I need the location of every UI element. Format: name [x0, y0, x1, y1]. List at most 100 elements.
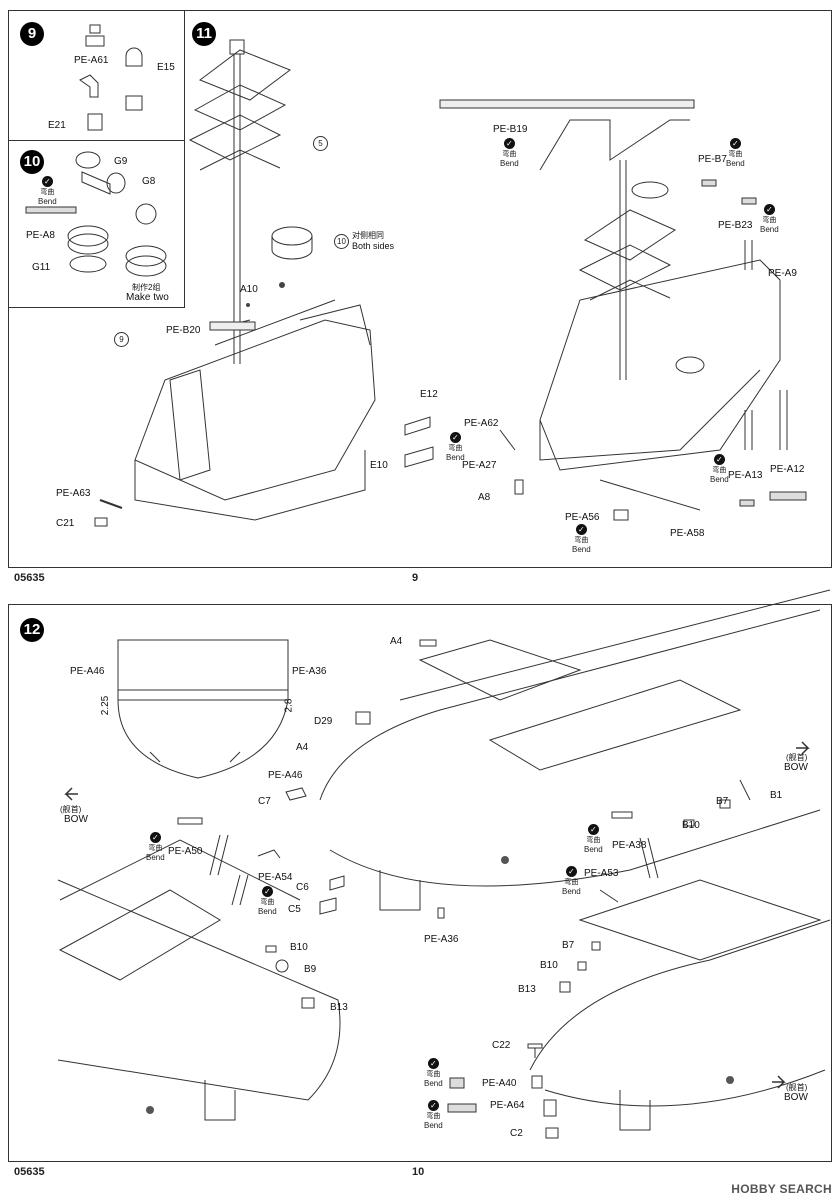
- bow-en: BOW: [784, 762, 808, 773]
- ref-step-9: 9: [114, 332, 129, 347]
- part-label: PE-A12: [770, 464, 805, 475]
- part-label: PE-A40: [482, 1078, 517, 1089]
- part-label: B1: [770, 790, 783, 801]
- bend-cn: 弯曲: [574, 537, 589, 544]
- kit-number: 05635: [14, 572, 45, 584]
- bow-cn: (舰首): [786, 753, 808, 762]
- check-icon: ✓: [427, 1100, 439, 1111]
- check-icon: ✓: [449, 432, 461, 443]
- bend-en: Bend: [572, 545, 591, 554]
- bend-cn: 弯曲: [260, 899, 275, 906]
- part-label: E12: [420, 389, 438, 400]
- check-icon: ✓: [427, 1058, 439, 1069]
- step-11-marker: 11: [192, 22, 216, 46]
- part-label: B13: [518, 984, 536, 995]
- part-label: B7: [716, 796, 729, 807]
- part-label: C2: [510, 1128, 523, 1139]
- part-label: G9: [114, 156, 128, 167]
- part-label: PE-A61: [74, 55, 109, 66]
- both-sides-cn: 对侧相同: [352, 231, 384, 240]
- part-label: PE-A36: [424, 934, 459, 945]
- part-label: PE-B19: [493, 124, 528, 135]
- step-10-marker: 10: [20, 150, 44, 174]
- dimension-label: 2.8: [283, 698, 295, 713]
- part-label: G8: [142, 176, 156, 187]
- check-icon: ✓: [261, 886, 273, 897]
- part-label: PE-A13: [728, 470, 763, 481]
- bend-note: ✓ 弯曲 Bend: [446, 432, 465, 462]
- watermark: HOBBY SEARCH: [731, 1182, 832, 1196]
- part-label: PE-B23: [718, 220, 753, 231]
- part-label: PE-A54: [258, 872, 293, 883]
- check-icon: ✓: [503, 138, 515, 149]
- bow-cn: (舰首): [60, 805, 82, 814]
- part-label: E21: [48, 120, 66, 131]
- bend-en: Bend: [726, 159, 745, 168]
- bend-cn: 弯曲: [502, 151, 517, 158]
- check-icon: ✓: [149, 832, 161, 843]
- check-icon: ✓: [41, 176, 53, 187]
- part-label: C22: [492, 1040, 511, 1051]
- dimension-label: 2.25: [100, 695, 112, 716]
- make-two-en: Make two: [126, 292, 169, 303]
- bow-en: BOW: [64, 814, 88, 825]
- bend-en: Bend: [562, 887, 581, 896]
- bend-cn: 弯曲: [148, 845, 163, 852]
- part-label: PE-A36: [292, 666, 327, 677]
- part-label: E15: [157, 62, 175, 73]
- part-label: A4: [390, 636, 403, 647]
- part-label: PE-A63: [56, 488, 91, 499]
- bend-note: ✓ 弯曲 Bend: [584, 824, 603, 854]
- part-label: PE-A9: [768, 268, 797, 279]
- part-label: PE-A8: [26, 230, 55, 241]
- part-label: B7: [562, 940, 575, 951]
- part-label: B13: [330, 1002, 348, 1013]
- part-label: B10: [682, 820, 700, 831]
- bend-en: Bend: [446, 453, 465, 462]
- ref-step-10: 10: [334, 234, 349, 249]
- part-label: PE-A27: [462, 460, 497, 471]
- bow-en: BOW: [784, 1092, 808, 1103]
- make-two-cn: 制作2组: [132, 283, 161, 292]
- part-label: C7: [258, 796, 271, 807]
- bend-cn: 弯曲: [762, 217, 777, 224]
- bend-note: ✓ 弯曲 Bend: [424, 1100, 443, 1130]
- step-9-marker: 9: [20, 22, 44, 46]
- step-12-marker: 12: [20, 618, 44, 642]
- part-label: PE-A46: [70, 666, 105, 677]
- bend-en: Bend: [710, 475, 729, 484]
- part-label: PE-A62: [464, 418, 499, 429]
- bend-cn: 弯曲: [40, 189, 55, 196]
- part-label: C5: [288, 904, 301, 915]
- check-icon: ✓: [729, 138, 741, 149]
- part-label: A8: [478, 492, 491, 503]
- bend-cn: 弯曲: [448, 445, 463, 452]
- part-label: PE-B20: [166, 325, 201, 336]
- part-label: G11: [32, 262, 51, 273]
- bend-cn: 弯曲: [586, 837, 601, 844]
- check-icon: ✓: [713, 454, 725, 465]
- part-label: D29: [314, 716, 333, 727]
- both-sides-en: Both sides: [352, 241, 395, 251]
- bend-cn: 弯曲: [712, 467, 727, 474]
- part-label: C6: [296, 882, 309, 893]
- bend-note: ✓ 弯曲 Bend: [258, 886, 277, 916]
- bend-cn: 弯曲: [564, 879, 579, 886]
- part-label: B10: [540, 960, 558, 971]
- bend-note: ✓ 弯曲 Bend: [424, 1058, 443, 1088]
- part-label: E10: [370, 460, 388, 471]
- bend-cn: 弯曲: [426, 1071, 441, 1078]
- part-label: C21: [56, 518, 75, 529]
- part-label: A10: [240, 284, 258, 295]
- page-number: 9: [412, 572, 419, 584]
- part-label: PE-A64: [490, 1100, 525, 1111]
- part-label: PE-A50: [168, 846, 203, 857]
- bend-en: Bend: [258, 907, 277, 916]
- bend-cn: 弯曲: [728, 151, 743, 158]
- bend-note: ✓ 弯曲 Bend: [562, 866, 581, 896]
- part-label: PE-A56: [565, 512, 600, 523]
- kit-number: 05635: [14, 1166, 45, 1178]
- check-icon: ✓: [575, 524, 587, 535]
